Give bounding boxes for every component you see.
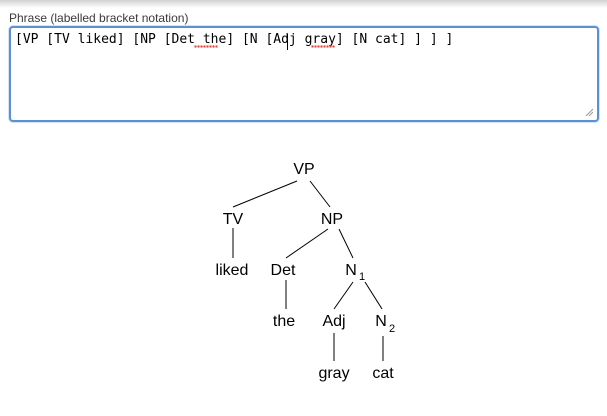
node-n2-subscript: 2 bbox=[389, 323, 395, 335]
node-vp: VP bbox=[293, 161, 314, 178]
phrase-input[interactable]: [VP [TV liked] [NP [Det the] [N [Adj gra… bbox=[9, 26, 599, 122]
node-n2: N bbox=[375, 313, 387, 330]
top-shadow bbox=[0, 0, 607, 8]
node-tv: TV bbox=[223, 211, 244, 228]
text-caret bbox=[287, 34, 288, 50]
node-the: the bbox=[273, 313, 295, 330]
phrase-field-label: Phrase (labelled bracket notation) bbox=[9, 11, 189, 25]
branch-vp-np bbox=[309, 180, 331, 208]
node-n1-subscript: 1 bbox=[359, 271, 365, 283]
node-adj: Adj bbox=[322, 313, 345, 330]
branch-n1-n2 bbox=[364, 281, 383, 310]
phrase-input-text[interactable]: [VP [TV liked] [NP [Det the] [N [Adj gra… bbox=[15, 32, 454, 47]
spellcheck-underline-adj bbox=[311, 45, 335, 48]
branch-vp-tv bbox=[232, 180, 298, 208]
tree-branches bbox=[232, 180, 384, 361]
branch-n1-adj bbox=[333, 281, 354, 310]
branch-np-det bbox=[285, 228, 329, 259]
node-det: Det bbox=[271, 262, 296, 279]
branch-np-n1 bbox=[338, 228, 354, 259]
node-n1: N bbox=[345, 262, 357, 279]
spellcheck-underline-det bbox=[194, 45, 218, 48]
node-cat: cat bbox=[372, 365, 394, 382]
node-liked: liked bbox=[216, 262, 249, 279]
resize-handle-icon[interactable] bbox=[585, 108, 593, 116]
node-gray: gray bbox=[318, 365, 349, 382]
node-np: NP bbox=[321, 211, 343, 228]
